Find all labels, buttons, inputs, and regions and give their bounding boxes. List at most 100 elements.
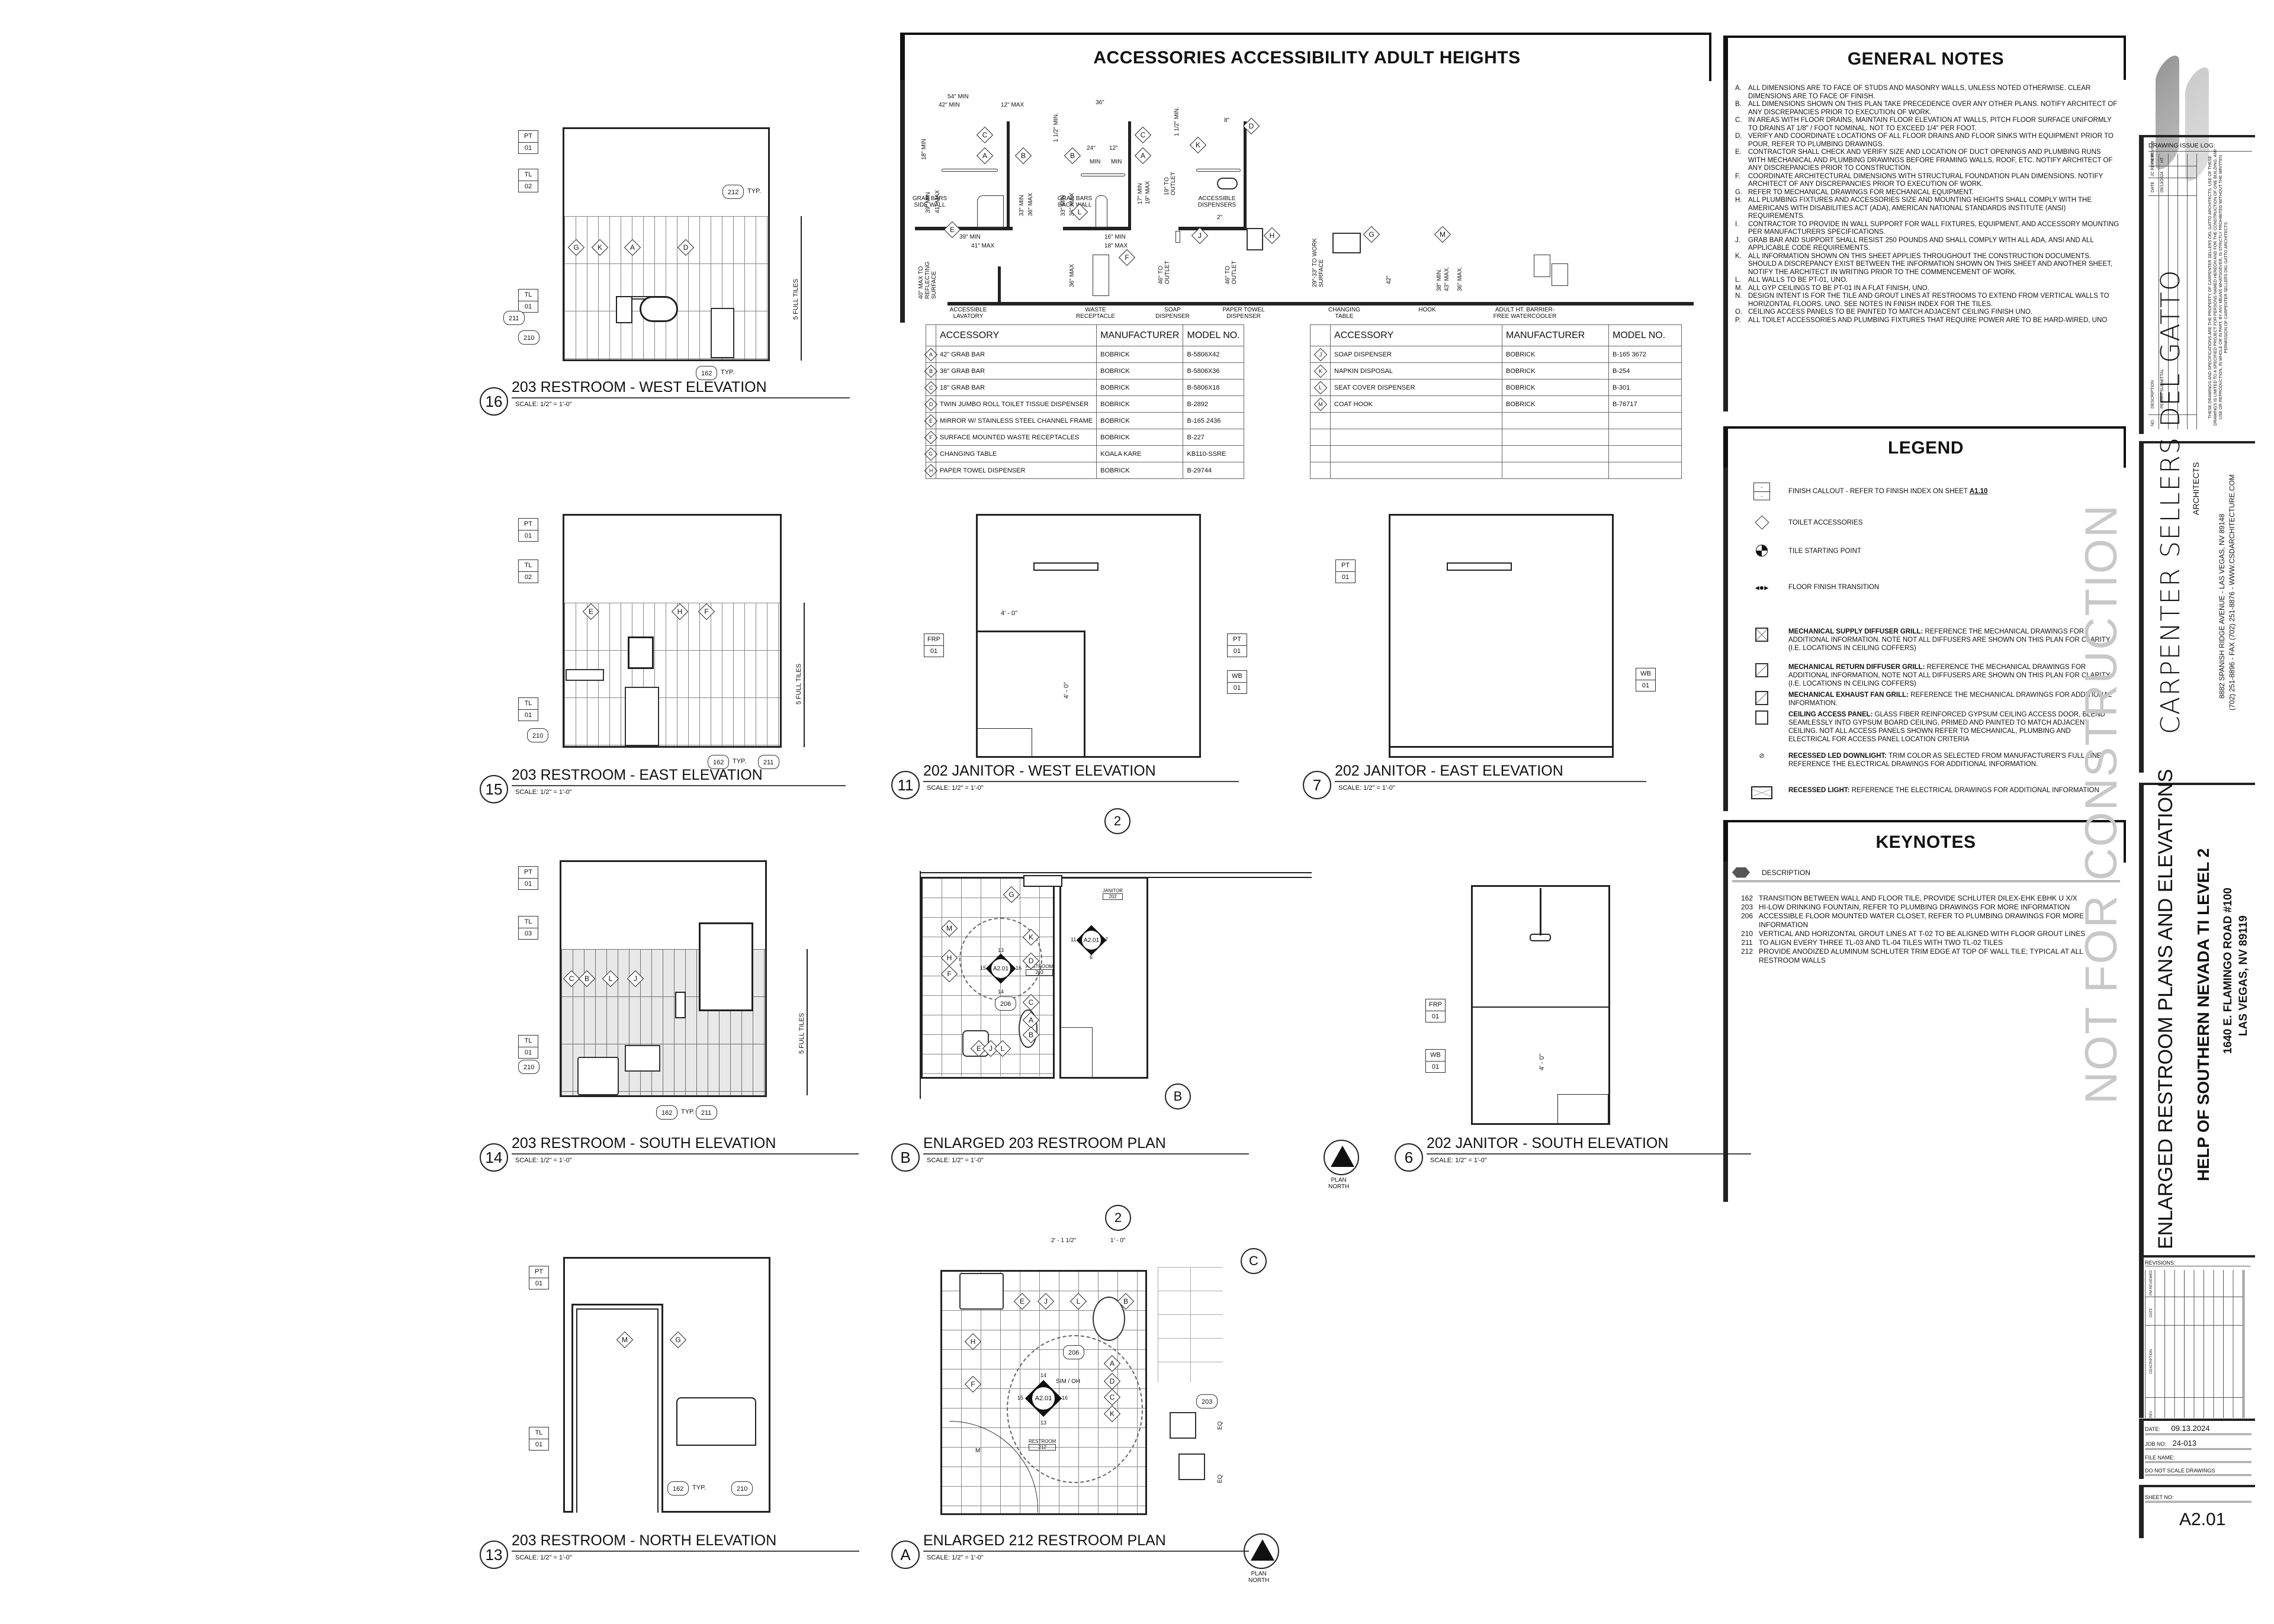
- accessory-tag-d: D: [678, 240, 693, 255]
- issue-log-col-no: NO.: [2151, 419, 2155, 426]
- door: [576, 1308, 659, 1513]
- restroom-212-walls: [940, 1270, 1147, 1515]
- accessory-tag-k: K: [1190, 137, 1206, 153]
- accessory-tag-m: M: [942, 921, 957, 936]
- elevation-marker-label[interactable]: A2.01: [1032, 1387, 1055, 1410]
- water-closet: [977, 195, 1004, 228]
- job-row: JOB NO: 24-013: [2145, 1439, 2251, 1450]
- typ-label: TYP.: [681, 1108, 695, 1115]
- janitor-202-walls: [1059, 877, 1148, 1079]
- note-item: B.ALL DIMENSIONS SHOWN ON THIS PLAN TAKE…: [1735, 101, 2118, 116]
- soap-dispenser: [675, 992, 686, 1018]
- legend-title: LEGEND: [1723, 426, 2126, 468]
- keynote-210: 210: [518, 330, 540, 345]
- dimension-2-1-1-2: 2' - 1 1/2": [1051, 1237, 1077, 1244]
- file-row: FILE NAME:: [2145, 1455, 2251, 1463]
- view-scale: SCALE: 1/2" = 1'-0": [515, 789, 572, 796]
- dim-36-max-low: 36" MAX.: [1457, 266, 1463, 291]
- paper-towel-dispenser: [628, 636, 654, 669]
- accessory-tag-c: C: [977, 127, 993, 143]
- recessed-light-icon: [1751, 786, 1772, 799]
- mop-sink: [1060, 1027, 1093, 1079]
- accessory-tag-g: G: [1364, 227, 1379, 242]
- grid-bubble-2[interactable]: 2: [1105, 1205, 1131, 1231]
- accessory-tag-h: H: [672, 604, 688, 619]
- view-scale: SCALE: 1/2" = 1'-0": [515, 401, 572, 408]
- keynote-212: 212: [722, 185, 744, 199]
- light-fixture: [1530, 934, 1551, 941]
- toilet-accessory-diamond-icon: [1754, 515, 1769, 530]
- title-block-border: [2139, 1485, 2255, 1487]
- drinking-fountain-high: [1170, 1412, 1196, 1439]
- dimension-1-0: 1' - 0": [1110, 1237, 1126, 1244]
- do-not-scale-note: DO NOT SCALE DRAWINGS: [2145, 1468, 2251, 1476]
- view-number-bubble: A: [891, 1541, 920, 1569]
- floor-transition-icon: ◂●▸: [1755, 583, 1769, 592]
- keynote-206: 206: [1063, 1345, 1085, 1359]
- floor-line-side-wall: [915, 227, 1013, 230]
- grid-bubble-c[interactable]: C: [1241, 1248, 1267, 1274]
- adjacent-masonry: [1158, 1267, 1223, 1382]
- view-scale: SCALE: 1/2" = 1'-0": [515, 1554, 572, 1561]
- grid-bubble-b[interactable]: B: [1165, 1083, 1191, 1110]
- dim-17-min: 17" MIN: [1137, 183, 1144, 204]
- title-block-border: [2139, 135, 2144, 434]
- tissue-dispenser: [640, 296, 678, 322]
- accessory-tag-l: L: [1071, 1294, 1086, 1309]
- title-block-border: [2139, 1485, 2144, 1538]
- dimension-eq: EQ: [1217, 1474, 1223, 1483]
- table-row: [1310, 412, 1682, 429]
- water-closet: [1096, 195, 1107, 228]
- view-scale: SCALE: 1/2" = 1'-0": [927, 1157, 984, 1164]
- dim-18-min: 18" MIN: [921, 139, 927, 160]
- marker-num-6: 6: [1090, 954, 1093, 960]
- seat-cover-dispenser: [625, 1045, 660, 1072]
- supply-diffuser-icon: [1755, 628, 1768, 642]
- project-address-line1: 1640 E. FLAMINGO ROAD #100: [2222, 887, 2234, 1054]
- turning-radius-circle: [1007, 1335, 1143, 1483]
- dimension-4-0-horizontal: 4' - 0": [1001, 610, 1018, 617]
- accessory-label-m: M: [975, 1448, 981, 1454]
- note-item: C.IN AREAS WITH FLOOR DRAINS, MAINTAIN F…: [1735, 117, 2112, 132]
- elevation-marker-label[interactable]: A2.01: [991, 959, 1010, 978]
- firm-subtitle: ARCHITECTS: [2191, 462, 2201, 515]
- typ-label: TYP.: [733, 758, 747, 765]
- revisions-col-pm-reviewed: PM REVIEWED: [2150, 1270, 2153, 1295]
- wall-tile-tl02: [564, 216, 768, 359]
- legend-item: MECHANICAL EXHAUST FAN GRILL: REFERENCE …: [1735, 691, 2114, 708]
- accessory-tag-d: D: [1244, 118, 1259, 134]
- accessory-tag-a: A: [1023, 1012, 1039, 1028]
- dim-1-1-2-min: 1 1/2" MIN.: [1053, 112, 1059, 142]
- revisions-title: REVISIONS:: [2145, 1260, 2250, 1266]
- keynote-211: 211: [696, 1105, 717, 1120]
- date-row: DATE: 09.13.2024: [2145, 1424, 2251, 1435]
- note-item: L.ALL WALLS TO BE PT-01, UNO.: [1735, 276, 1848, 284]
- sheet-title: ENLARGED RESTROOM PLANS AND ELEVATIONS: [2154, 768, 2177, 1249]
- view-name: ENLARGED 203 RESTROOM PLAN: [923, 1135, 1249, 1155]
- finish-callout-icon: --: [1753, 483, 1770, 500]
- table-row: [1310, 429, 1682, 446]
- sheet-link-a110[interactable]: A1.10: [1969, 488, 1988, 495]
- elevation-marker-label[interactable]: A2.01: [1082, 931, 1101, 950]
- accessory-tag-c: C: [1104, 1390, 1120, 1405]
- light-fixture: [1033, 562, 1099, 571]
- note-item: H.ALL PLUMBING FIXTURES AND ACCESSORIES …: [1735, 197, 2092, 220]
- title-block-border: [2139, 783, 2144, 1259]
- pendant-rod: [1540, 888, 1541, 935]
- caption-grab-bars-side-wall: GRAB BARS SIDE WALL: [912, 195, 948, 208]
- accessory-tag-l: L: [603, 971, 618, 986]
- grid-bubble-2[interactable]: 2: [1104, 808, 1130, 834]
- napkin-disposal: [616, 296, 632, 323]
- title-block-border: [2139, 1419, 2255, 1421]
- grab-bar: [1196, 169, 1241, 172]
- dim-36-max: 36" MAX: [1027, 192, 1034, 216]
- accessory-tag-g: G: [1004, 887, 1019, 902]
